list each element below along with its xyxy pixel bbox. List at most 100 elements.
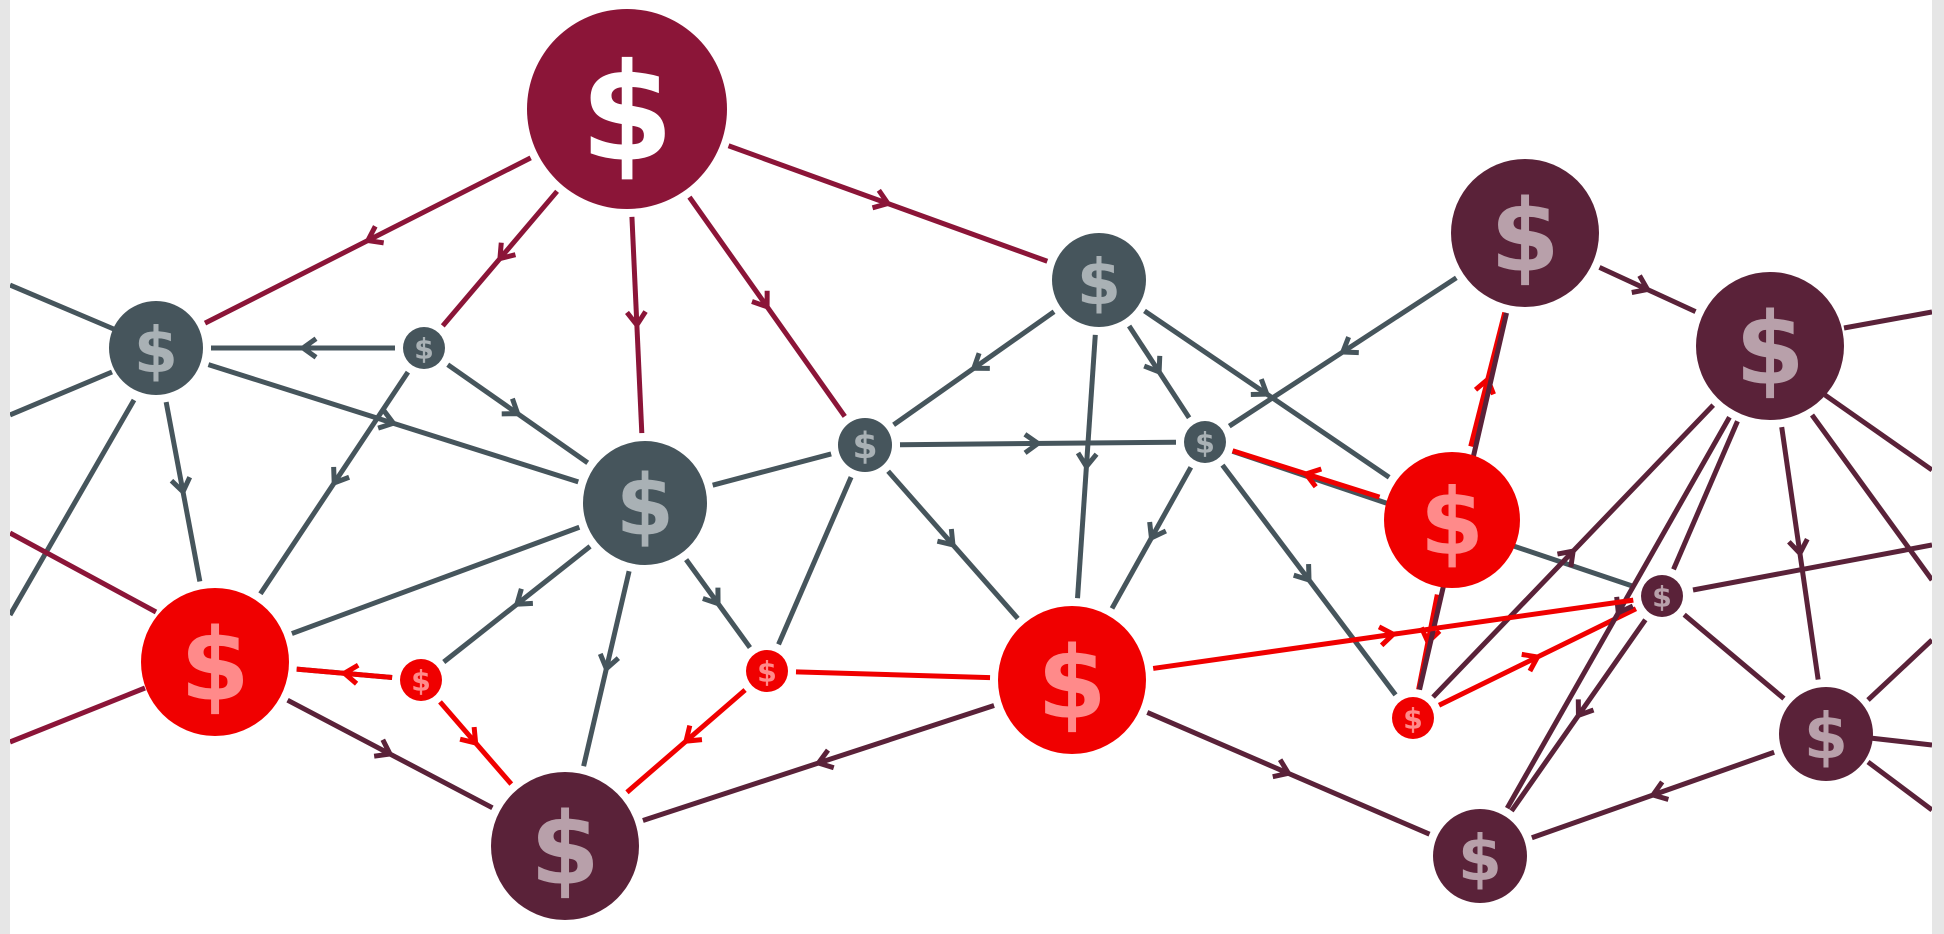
arrowhead xyxy=(501,397,522,417)
edge-line xyxy=(776,476,854,646)
edge-n7-n8 xyxy=(438,700,514,786)
edge-n5-n19 xyxy=(776,476,854,646)
arrowhead xyxy=(1301,466,1323,489)
money-network-diagram: $$$$$$$$$$$$$$$$$$$ xyxy=(10,9,1932,920)
edge-line xyxy=(1671,420,1740,571)
edge-n9-n5 xyxy=(892,309,1056,427)
edge-n12-n8 xyxy=(642,703,995,823)
arrowhead xyxy=(702,587,721,608)
arrowhead xyxy=(597,652,621,673)
edge-n16-n18 xyxy=(1509,618,1648,813)
offscreen-edge-stub xyxy=(1823,392,1932,473)
money-node-n14: $ xyxy=(1392,697,1434,739)
node-circle xyxy=(1696,272,1844,420)
money-node-n18: $ xyxy=(1433,809,1527,903)
money-node-n3: $ xyxy=(403,327,445,369)
money-node-n7: $ xyxy=(400,659,442,701)
arrowhead xyxy=(871,188,892,211)
edge-stubs-layer xyxy=(10,282,1932,812)
arrowhead xyxy=(169,476,193,496)
edge-n16-n17 xyxy=(1682,612,1786,701)
edge-n5-n12 xyxy=(886,469,1020,621)
edge-n13-n10 xyxy=(1231,448,1381,500)
arrowhead xyxy=(331,466,351,487)
node-circle xyxy=(583,441,707,565)
arrowhead xyxy=(1250,378,1271,397)
money-node-n15: $ xyxy=(1696,272,1844,420)
edge-line xyxy=(291,524,581,636)
dollar-sign-icon: $ xyxy=(530,790,600,907)
offscreen-edge-stub xyxy=(1866,760,1932,812)
edge-n2-n6 xyxy=(163,401,203,582)
edge-n3-n4 xyxy=(446,362,590,465)
node-circle xyxy=(1779,687,1873,781)
arrowhead xyxy=(970,352,990,371)
edge-n10-n14 xyxy=(1220,463,1398,697)
money-node-n17: $ xyxy=(1779,687,1873,781)
dollar-sign-icon: $ xyxy=(134,313,178,387)
offscreen-edge-stub xyxy=(1869,735,1932,748)
arrowhead xyxy=(1075,451,1099,471)
money-node-n12: $ xyxy=(998,606,1146,754)
offscreen-edge-stub xyxy=(1692,542,1932,593)
edges-layer xyxy=(163,143,1821,841)
arrowhead xyxy=(1787,537,1810,558)
edge-n9-n13 xyxy=(1143,308,1391,480)
money-node-n5: $ xyxy=(838,418,892,472)
edge-n12-n18 xyxy=(1146,710,1431,837)
dollar-sign-icon: $ xyxy=(1804,699,1848,773)
edge-n11-n15 xyxy=(1598,265,1697,314)
edge-n9-n10 xyxy=(1127,324,1192,420)
arrowhead xyxy=(1023,432,1043,455)
node-circle xyxy=(1641,575,1683,617)
node-circle xyxy=(491,772,639,920)
node-circle xyxy=(400,659,442,701)
offscreen-edge-stub xyxy=(10,282,117,333)
edge-n1-n9 xyxy=(727,143,1049,264)
edge-n12-n16 xyxy=(1152,597,1634,671)
arrowhead xyxy=(936,528,956,549)
arrowhead xyxy=(814,748,835,771)
edge-n19-n12 xyxy=(795,669,991,681)
edge-n4-n8 xyxy=(581,570,632,767)
arrowhead xyxy=(1575,699,1595,719)
offscreen-edge-stub xyxy=(10,398,137,617)
edge-n9-n12 xyxy=(1075,334,1099,599)
dollar-sign-icon: $ xyxy=(1195,426,1215,459)
arrowhead xyxy=(340,663,360,686)
dollar-sign-icon: $ xyxy=(1458,821,1502,895)
node-circle xyxy=(1392,697,1434,739)
arrowhead xyxy=(1272,758,1293,780)
node-circle xyxy=(1451,159,1599,307)
dollar-sign-icon: $ xyxy=(1490,177,1560,294)
edge-line xyxy=(795,669,991,681)
edge-n17-n18 xyxy=(1531,749,1775,841)
arrowhead xyxy=(1648,780,1670,802)
arrowhead xyxy=(682,725,703,744)
offscreen-edge-stub xyxy=(1843,309,1932,331)
node-circle xyxy=(141,588,289,736)
edge-n1-n2 xyxy=(203,155,532,326)
diagram-frame: $$$$$$$$$$$$$$$$$$$ xyxy=(10,0,1932,934)
edge-n14-n15 xyxy=(1431,403,1716,699)
offscreen-edge-stub xyxy=(10,530,158,615)
edge-n16-n15 xyxy=(1671,420,1740,571)
money-node-n1: $ xyxy=(527,9,727,209)
edge-line xyxy=(712,451,832,488)
arrowhead xyxy=(377,408,398,431)
arrowhead xyxy=(1339,336,1359,356)
dollar-sign-icon: $ xyxy=(180,606,250,723)
edge-n15-n17 xyxy=(1779,426,1821,680)
edge-n4-n7 xyxy=(442,544,592,664)
money-node-n13: $ xyxy=(1384,452,1520,588)
edge-n1-n3 xyxy=(440,189,559,328)
edge-n1-n5 xyxy=(687,195,847,418)
edge-n5-n4 xyxy=(712,451,832,488)
node-circle xyxy=(998,606,1146,754)
arrowhead xyxy=(364,225,385,246)
dollar-sign-icon: $ xyxy=(852,425,877,468)
dollar-sign-icon: $ xyxy=(757,655,777,688)
arrowhead xyxy=(1556,548,1577,568)
node-circle xyxy=(1184,421,1226,463)
edge-n7-n6 xyxy=(296,663,393,686)
